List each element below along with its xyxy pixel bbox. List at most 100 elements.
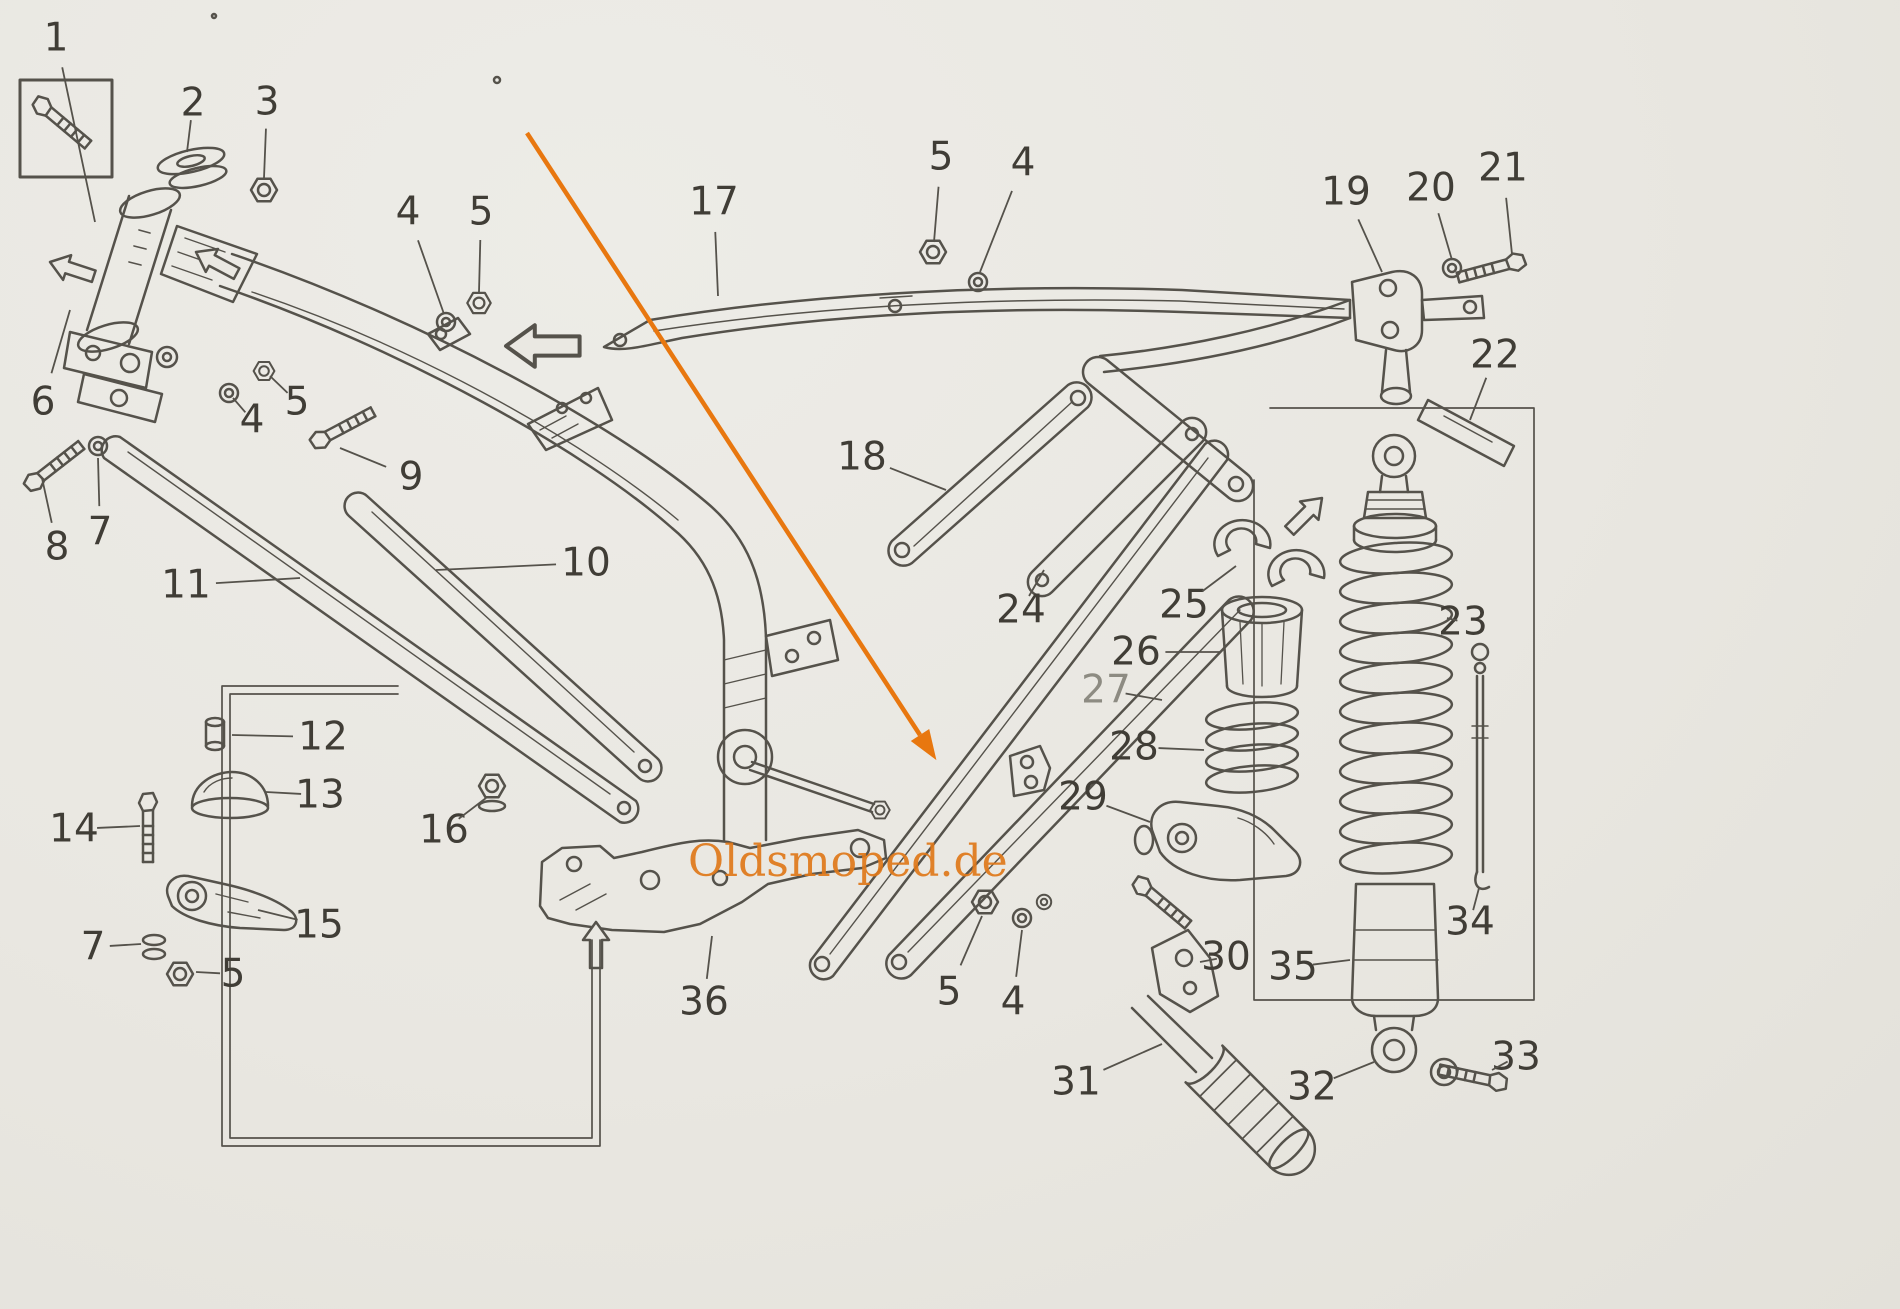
leader-line-7b [109,943,142,947]
part-label-21: 21 [1478,145,1528,191]
leader-line-21 [1505,197,1513,255]
part-label-26: 26 [1111,629,1161,675]
paper-speck [210,12,218,20]
leader-line-10 [435,563,557,571]
part-label-5b: 5 [928,134,954,180]
part-label-4b: 4 [1010,140,1036,186]
part-label-4a: 4 [395,189,421,235]
part-label-19: 19 [1321,169,1371,215]
leader-line-8 [41,477,53,524]
bottom-bracket-assembly [538,828,1053,970]
leader-line-5c [269,375,289,394]
part-label-32: 32 [1287,1064,1337,1110]
stand-lever-parts [137,685,601,1147]
part-label-8: 8 [44,524,70,570]
steering-head-assembly [18,78,279,424]
leader-line-36 [705,935,713,980]
leader-line-31 [1103,1043,1163,1071]
leader-line-15 [257,909,298,921]
leader-line-14 [97,825,141,829]
leader-line-28 [1158,747,1205,751]
leader-line-18 [889,467,947,491]
leader-line-19 [1357,218,1383,273]
suspension-small-parts [1133,518,1326,882]
leader-line-7a [97,457,101,507]
part-label-13: 13 [295,772,345,818]
watermark: Oldsmoped.de [688,836,1008,887]
part-label-33: 33 [1491,1034,1541,1080]
part-label-23: 23 [1438,599,1488,645]
part-label-30: 30 [1201,934,1251,980]
part-label-12: 12 [298,714,348,760]
leader-line-34 [1472,887,1480,911]
part-label-7b: 7 [80,924,106,970]
leader-line-12 [231,734,294,738]
leader-line-29 [1106,804,1151,823]
part-label-18: 18 [837,434,887,480]
part-label-1: 1 [43,15,69,61]
leader-line-20 [1437,212,1453,261]
leader-line-5d [195,971,221,975]
leader-line-30 [1199,957,1218,963]
part-label-31: 31 [1051,1059,1101,1105]
leader-line-4c [232,397,247,413]
part-label-35: 35 [1268,944,1318,990]
part-label-6: 6 [30,379,56,425]
part-label-7a: 7 [87,509,113,555]
part-label-24: 24 [996,587,1046,633]
part-label-29: 29 [1058,774,1108,820]
part-label-5d: 5 [220,951,246,997]
part-label-25: 25 [1159,582,1209,628]
part-label-11: 11 [161,562,211,608]
paper-speck [492,75,502,85]
leader-line-13 [265,791,302,795]
leader-line-4d [1015,929,1023,977]
leader-line-32 [1333,1061,1375,1080]
part-label-5e: 5 [936,969,962,1015]
part-label-22: 22 [1470,332,1520,378]
part-label-28: 28 [1109,724,1159,770]
part-label-5a: 5 [468,189,494,235]
part-label-9: 9 [398,454,424,500]
part-label-4c: 4 [239,397,265,443]
part-label-10: 10 [561,540,611,586]
leader-line-27 [1125,692,1163,701]
leader-line-17 [714,231,719,297]
leader-line-3 [263,128,267,179]
part-label-4d: 4 [1000,979,1026,1025]
part-label-27: 27 [1081,667,1131,713]
leader-lines [41,67,1513,1080]
part-label-15: 15 [294,902,344,948]
part-label-34: 34 [1445,899,1495,945]
part-label-5c: 5 [284,379,310,425]
leader-line-9 [339,447,387,468]
leader-line-24 [1028,569,1045,597]
part-label-36: 36 [679,979,729,1025]
part-label-14: 14 [49,806,99,852]
leader-line-2 [186,120,192,153]
orange-annotation-arrow [525,131,937,761]
leader-line-16 [458,797,487,820]
leader-line-6 [50,309,71,374]
rear-stays [808,381,1255,981]
subframe-17 [506,249,1529,503]
part-label-2: 2 [180,80,206,126]
part-label-20: 20 [1406,165,1456,211]
leader-line-11 [215,577,301,585]
leader-line-1 [61,67,96,223]
leader-line-33 [1491,1060,1509,1071]
part-label-3: 3 [254,79,280,125]
leader-line-5a [478,239,482,293]
leader-line-5b [933,186,940,243]
leader-line-25 [1201,565,1237,593]
footrest-assembly [1128,872,1317,1177]
leader-line-4a [417,239,445,315]
part-label-17: 17 [689,179,739,225]
leader-line-22 [1469,377,1488,421]
main-frame-tubes [100,252,891,842]
shock-absorber-assembly [1253,407,1535,1094]
leader-line-4b [979,190,1013,273]
